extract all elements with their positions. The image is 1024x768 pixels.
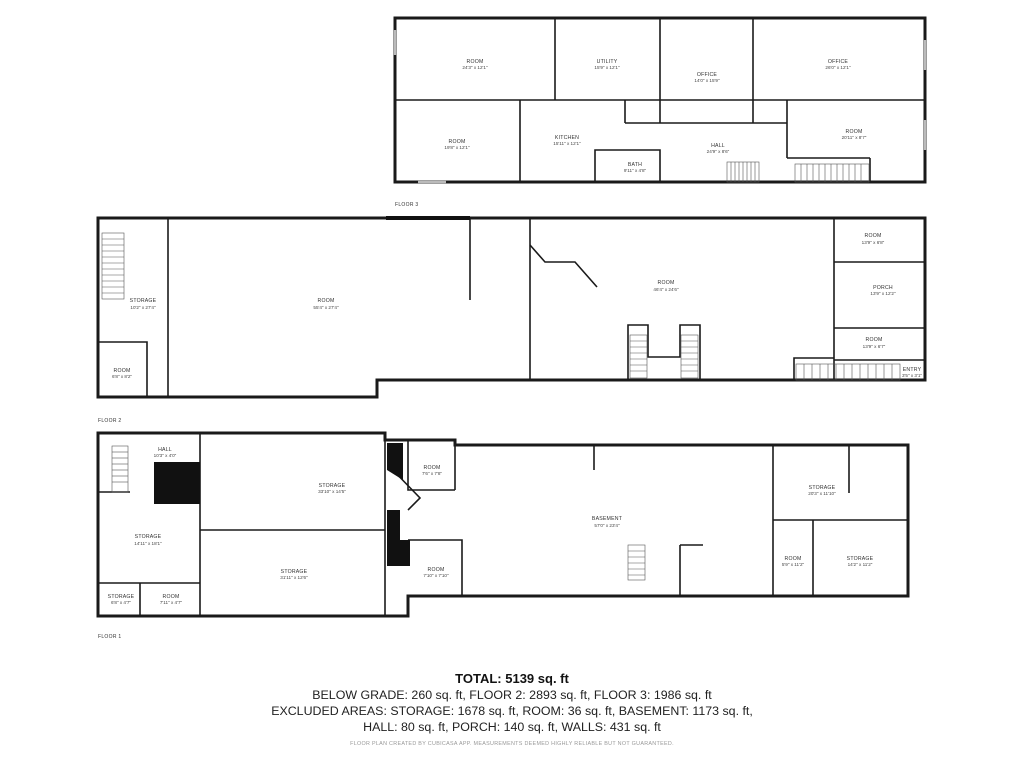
f1-storage-6-dims: 14'2" x 11'2" <box>848 562 873 567</box>
f1-hall-dims: 10'3" x 4'0" <box>154 453 177 458</box>
area-breakdown-line-1: BELOW GRADE: 260 sq. ft, FLOOR 2: 2893 s… <box>312 688 712 702</box>
f2-entry-name: ENTRY <box>903 367 922 373</box>
floor-2-label: FLOOR 2 <box>98 418 122 424</box>
f3-room-3-name: ROOM <box>846 129 863 135</box>
f3-office-2-name: OFFICE <box>828 59 849 65</box>
floor-3-stairs <box>726 161 870 183</box>
floor-2-stairs <box>101 232 901 381</box>
f1-storage-5-name: STORAGE <box>809 485 836 491</box>
f3-utility-dims: 15'9" x 12'1" <box>594 65 620 70</box>
f2-storage-name: STORAGE <box>130 298 157 304</box>
floor-3-label: FLOOR 3 <box>395 202 419 208</box>
f1-storage-4-dims: 31'11" x 12'6" <box>280 575 308 580</box>
floor-1-stairs <box>111 445 646 581</box>
f1-room-3-dims: 7'10" x 7'10" <box>423 573 449 578</box>
f1-storage-6-name: STORAGE <box>847 556 874 562</box>
floor-3-plan: ROOM 24'3" x 12'1" UTILITY 15'9" x 12'1"… <box>393 16 927 208</box>
f1-storage-5-dims: 20'3" x 11'10" <box>808 491 836 496</box>
f3-bath-dims: 9'11" x 4'8" <box>624 168 647 173</box>
f3-room-2-name: ROOM <box>449 139 466 145</box>
f2-room-2-name: ROOM <box>318 298 335 304</box>
f1-storage-1-dims: 14'11" x 18'1" <box>134 541 162 546</box>
f1-storage-1-name: STORAGE <box>135 534 162 540</box>
f2-room-4-dims: 13'9" x 6'8" <box>862 240 885 245</box>
f1-room-2-name: ROOM <box>424 465 441 471</box>
area-breakdown-line-2: EXCLUDED AREAS: STORAGE: 1678 sq. ft, RO… <box>271 704 753 718</box>
f3-kitchen-dims: 15'11" x 12'1" <box>553 141 581 146</box>
f3-room-1-dims: 24'3" x 12'1" <box>462 65 488 70</box>
total-area: TOTAL: 5139 sq. ft <box>455 671 569 686</box>
f3-utility-name: UTILITY <box>597 59 618 65</box>
f1-room-2-dims: 7'6" x 7'8" <box>422 471 442 476</box>
f2-room-1-dims: 6'8" x 8'2" <box>112 374 132 379</box>
f1-basement-dims: 57'0" x 23'4" <box>594 523 620 528</box>
f1-storage-3-dims: 33'10" x 14'5" <box>318 489 346 494</box>
f2-entry-dims: 3'5" x 3'1" <box>902 373 922 378</box>
f3-office-1-name: OFFICE <box>697 72 718 78</box>
f3-office-2-dims: 26'0" x 12'1" <box>825 65 851 70</box>
floor-1-label: FLOOR 1 <box>98 634 122 640</box>
floor-2-plan: STORAGE 10'2" x 27'4" ROOM 6'8" x 8'2" R… <box>96 216 927 424</box>
f2-room-3-name: ROOM <box>658 280 675 286</box>
f2-porch-name: PORCH <box>873 285 893 291</box>
disclaimer: FLOOR PLAN CREATED BY CUBICASA APP. MEAS… <box>350 741 674 747</box>
f1-storage-3-name: STORAGE <box>319 483 346 489</box>
f2-room-4-name: ROOM <box>865 233 882 239</box>
f2-room-3-dims: 46'4" x 24'6" <box>653 287 679 292</box>
f1-basement-name: BASEMENT <box>592 516 623 522</box>
f3-room-3-dims: 20'11" x 8'7" <box>842 135 867 140</box>
f1-room-1-dims: 7'11" x 4'7" <box>160 600 183 605</box>
f3-room-1-name: ROOM <box>467 59 484 65</box>
area-summary: TOTAL: 5139 sq. ft BELOW GRADE: 260 sq. … <box>0 671 1024 747</box>
f3-room-2-dims: 19'8" x 12'1" <box>444 145 470 150</box>
f2-room-1-name: ROOM <box>114 368 131 374</box>
floor-1-plan: HALL 10'3" x 4'0" STORAGE 14'11" x 18'1"… <box>96 431 910 640</box>
f1-storage-2-dims: 6'8" x 4'7" <box>111 600 131 605</box>
f1-storage-4-name: STORAGE <box>281 569 308 575</box>
f3-bath-name: BATH <box>628 162 642 168</box>
f2-room-5-dims: 13'9" x 6'7" <box>863 344 886 349</box>
f2-storage-dims: 10'2" x 27'4" <box>130 305 156 310</box>
f1-storage-2-name: STORAGE <box>108 594 135 600</box>
f1-room-1-name: ROOM <box>163 594 180 600</box>
f2-room-5-name: ROOM <box>866 337 883 343</box>
f2-room-2-dims: 55'4" x 27'4" <box>313 305 339 310</box>
f1-room-4-name: ROOM <box>785 556 802 562</box>
f2-porch-dims: 13'9" x 12'2" <box>870 291 896 296</box>
f3-office-1-dims: 14'0" x 15'9" <box>694 78 720 83</box>
f1-room-3-name: ROOM <box>428 567 445 573</box>
f3-hall-dims: 24'9" x 8'6" <box>707 149 730 154</box>
f3-kitchen-name: KITCHEN <box>555 135 579 141</box>
f1-hall-name: HALL <box>158 447 172 453</box>
f3-hall-name: HALL <box>711 143 725 149</box>
f1-room-4-dims: 5'9" x 11'2" <box>782 562 805 567</box>
area-breakdown-line-3: HALL: 80 sq. ft, PORCH: 140 sq. ft, WALL… <box>363 720 661 734</box>
